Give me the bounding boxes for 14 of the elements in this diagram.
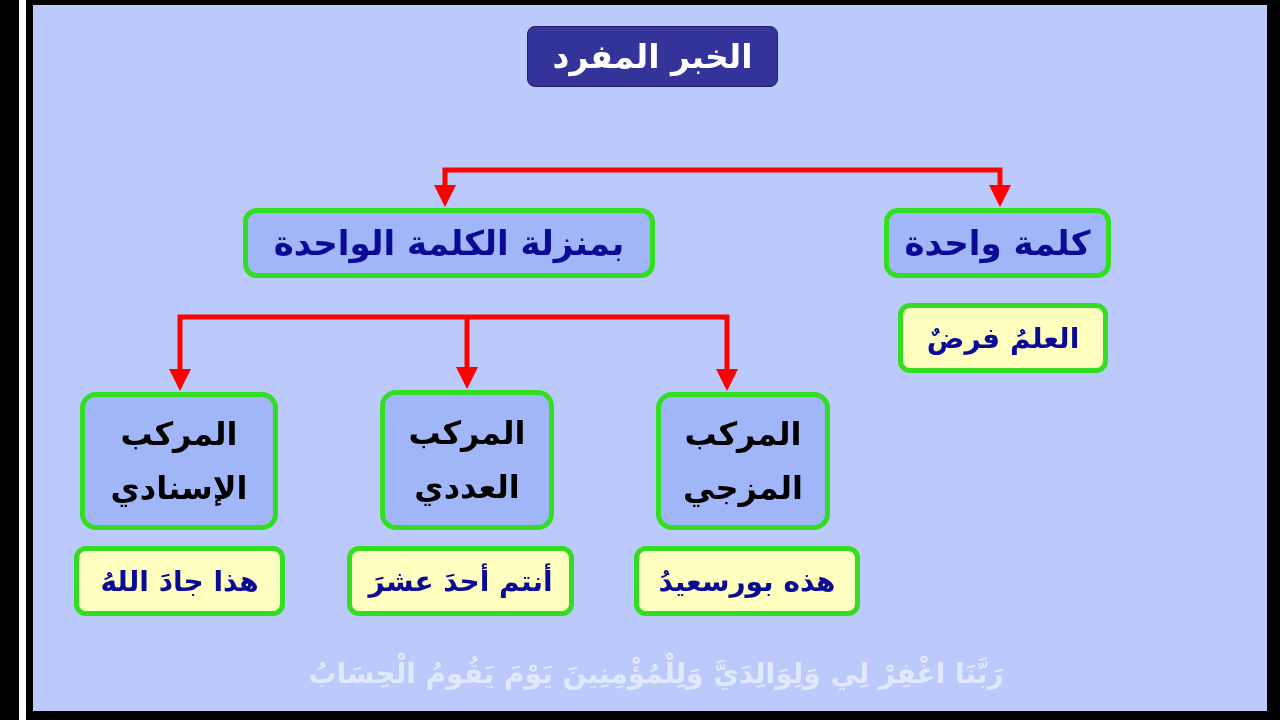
category-box: المركب المزجي xyxy=(656,392,830,530)
title-box: الخبر المفرد xyxy=(527,26,778,87)
category-box: المركب العددي xyxy=(380,390,554,530)
example-box: أنتم أحدَ عشرَ xyxy=(347,546,574,616)
category-box: بمنزلة الكلمة الواحدة xyxy=(243,208,655,278)
example-box: العلمُ فرضٌ xyxy=(898,303,1108,373)
example-box: هذه بورسعيدُ xyxy=(634,546,860,616)
arrow xyxy=(722,167,1011,207)
arrow xyxy=(169,314,467,391)
category-box: كلمة واحدة xyxy=(884,208,1111,278)
arrow xyxy=(434,167,722,207)
example-box: هذا جادَ اللهُ xyxy=(74,546,285,616)
arrow xyxy=(467,314,738,391)
category-box: المركب الإسنادي xyxy=(80,392,278,530)
